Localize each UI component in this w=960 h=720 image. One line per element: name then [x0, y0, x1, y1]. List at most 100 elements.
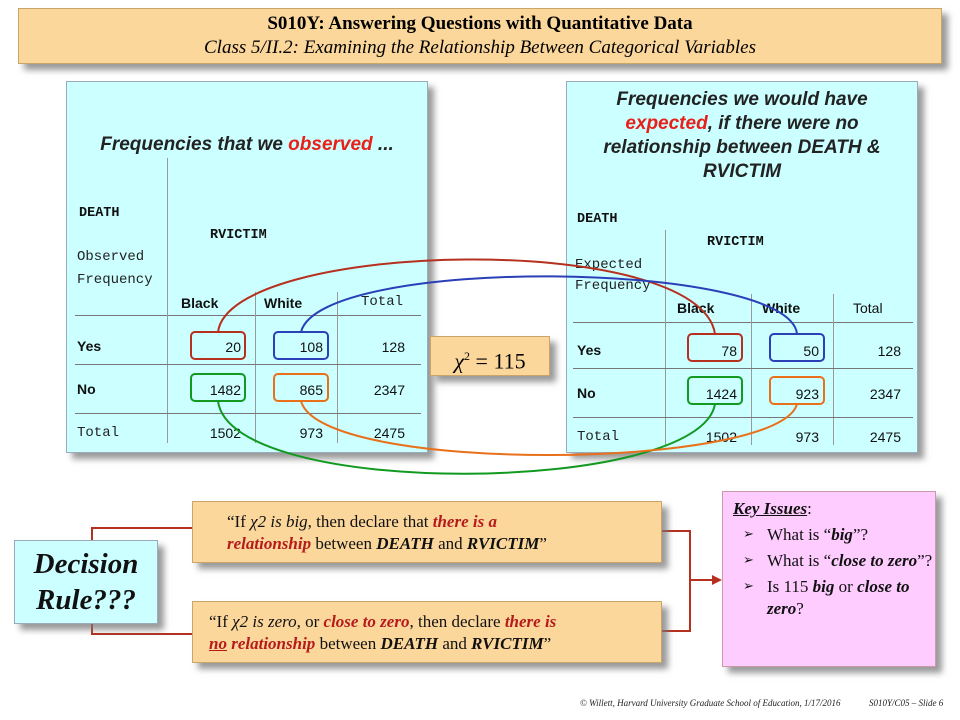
- table-cell: 1482: [209, 382, 241, 398]
- key-emphasis: big: [812, 577, 835, 596]
- rule-text: ”: [543, 634, 552, 653]
- expected-heading-line3: relationship between DEATH &: [603, 137, 881, 158]
- key-text: What is “: [767, 525, 832, 544]
- rule-text: ”: [539, 534, 547, 553]
- footer-copyright: © Willett, Harvard University Graduate S…: [580, 698, 841, 708]
- table-cell: 2347: [373, 382, 405, 398]
- key-issue-item: ➢ What is “close to zero”?: [733, 550, 935, 572]
- observed-table-panel: Frequencies that we observed ... DEATH R…: [66, 81, 428, 453]
- table-cell: 973: [795, 429, 819, 445]
- key-text: or: [834, 577, 858, 596]
- table-cell: 865: [299, 382, 323, 398]
- table-cell: 973: [299, 425, 323, 441]
- expected-heading-line2: expected, if there were no: [567, 112, 917, 136]
- row-label: No: [577, 385, 596, 401]
- row-variable-label: DEATH: [79, 206, 120, 221]
- rule-emphasis: close to zero: [323, 612, 410, 631]
- chi-power: 2: [464, 349, 471, 363]
- rule-zero-box: “If χ2 is zero, or close to zero, then d…: [192, 601, 662, 663]
- row-label: Total: [577, 429, 620, 445]
- table-cell: 923: [795, 386, 819, 402]
- rule-text: “If: [227, 512, 251, 531]
- bracket-rules: [662, 530, 691, 632]
- column-header: Black: [181, 295, 219, 311]
- table-cell: 2475: [869, 429, 901, 445]
- row-label: Yes: [77, 338, 102, 354]
- divider: [573, 322, 913, 323]
- key-text: Is 115: [767, 577, 813, 596]
- divider: [337, 292, 338, 443]
- divider: [75, 413, 421, 414]
- row-variable-label: DEATH: [577, 212, 618, 227]
- rule-big-box: “If χ2 is big, then declare that there i…: [192, 501, 662, 563]
- rule-text: and: [433, 534, 467, 553]
- rule-text: is zero,: [248, 612, 301, 631]
- rule-emphasis: relationship: [226, 634, 316, 653]
- rule-text: , then declare: [409, 612, 505, 631]
- row-label: Total: [77, 425, 120, 441]
- decision-line1: Decision: [33, 548, 139, 580]
- row-label: No: [77, 381, 96, 397]
- rule-variable: DEATH: [380, 634, 439, 653]
- key-text: ”?: [917, 551, 933, 570]
- footer-slide-number: S010Y/C05 – Slide 6: [868, 698, 944, 708]
- rule-text: between: [315, 634, 381, 653]
- column-header: Total: [853, 300, 883, 316]
- key-emphasis: close to zero: [831, 551, 918, 570]
- divider: [255, 292, 256, 443]
- rule-emphasis: there is a: [432, 512, 497, 531]
- decision-rule-box: Decision Rule???: [14, 540, 158, 624]
- rule-text: or: [300, 612, 324, 631]
- slide-subtitle: Class 5/II.2: Examining the Relationship…: [204, 37, 756, 58]
- arrow-bullet-icon: ➢: [743, 553, 754, 568]
- divider: [833, 294, 834, 445]
- key-issue-item: ➢ Is 115 big or close to zero?: [733, 576, 935, 620]
- expected-heading-post: , if there were no: [707, 113, 859, 134]
- expected-heading-red: expected: [625, 113, 708, 134]
- key-issues-colon: :: [807, 499, 812, 518]
- column-header: Total: [361, 294, 404, 310]
- arrow-head: [712, 575, 722, 585]
- expected-heading-line4: RVICTIM: [702, 161, 782, 182]
- key-issues-title: Key Issues:: [733, 498, 935, 520]
- divider: [573, 417, 913, 418]
- frequency-label-2: Frequency: [575, 278, 651, 294]
- divider: [751, 294, 752, 445]
- table-cell: 1502: [209, 425, 241, 441]
- observed-heading-red: observed: [288, 134, 373, 155]
- table-cell: 128: [381, 339, 405, 355]
- key-emphasis: close to zero: [767, 577, 910, 618]
- rule-text: between: [311, 534, 377, 553]
- row-label: Yes: [577, 342, 602, 358]
- frequency-label-1: Expected: [575, 257, 643, 273]
- key-text: ?: [796, 599, 804, 618]
- expected-heading-line1: Frequencies we would have: [616, 89, 868, 110]
- arrow-bullet-icon: ➢: [743, 527, 754, 542]
- table-cell: 50: [803, 343, 819, 359]
- chi-symbol: χ: [454, 348, 465, 374]
- rule-variable: RVICTIM: [471, 634, 544, 653]
- rule-text: , then declare that: [307, 512, 433, 531]
- column-header: White: [264, 295, 303, 311]
- rule-chi: χ2: [250, 512, 267, 531]
- table-cell: 2347: [869, 386, 901, 402]
- chi-square-box: χ2 = 115: [430, 336, 550, 376]
- frequency-label-2: Frequency: [77, 272, 153, 288]
- observed-heading: Frequencies that we observed ...: [67, 133, 427, 157]
- column-header: White: [762, 300, 801, 316]
- expected-table-panel: Frequencies we would have expected, if t…: [566, 81, 918, 453]
- column-variable-label: RVICTIM: [210, 228, 267, 243]
- table-cell: 78: [721, 343, 737, 359]
- table-cell: 20: [225, 339, 241, 355]
- rule-emphasis: no: [209, 634, 227, 653]
- key-issues-box: Key Issues: ➢ What is “ big ”? ➢ What is “…: [722, 491, 936, 667]
- key-text: ”?: [852, 525, 869, 544]
- rule-chi: χ2: [232, 612, 249, 631]
- rule-variable: DEATH: [376, 534, 434, 553]
- table-cell: 108: [299, 339, 323, 355]
- divider: [75, 364, 421, 365]
- decision-line2: Rule???: [36, 584, 136, 616]
- divider: [573, 368, 913, 369]
- key-issues-title-text: Key Issues: [733, 499, 808, 518]
- divider: [167, 158, 168, 443]
